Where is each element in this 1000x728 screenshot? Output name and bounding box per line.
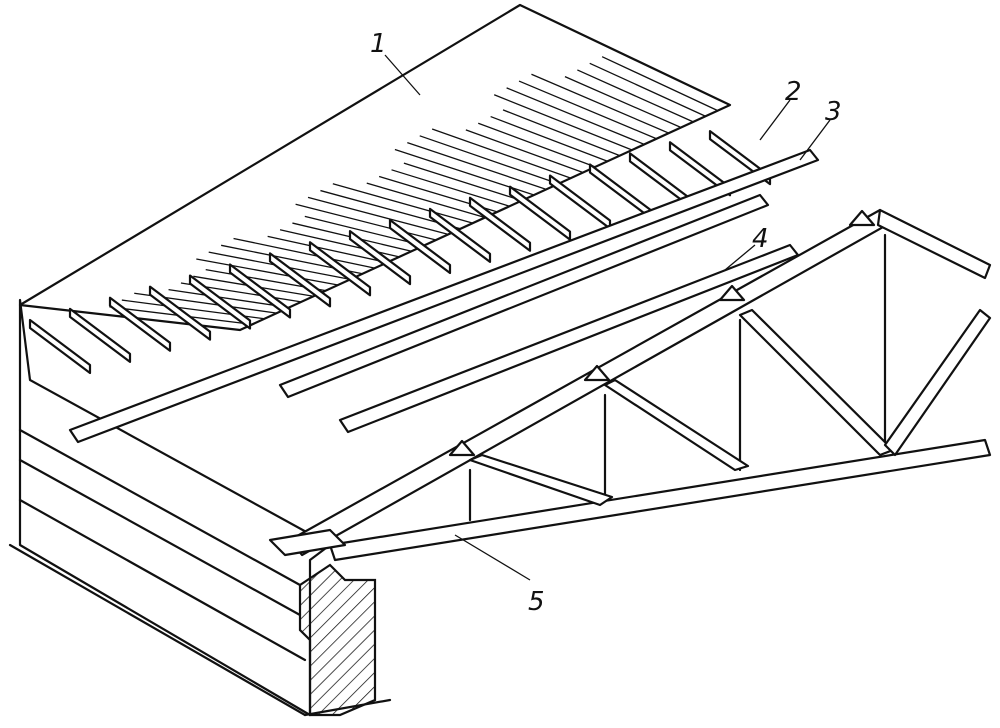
corrugation-line [307,196,449,236]
batten [308,241,372,297]
label-3: 3 [825,97,842,127]
corrugation-line [502,109,620,157]
leader-lines [384,54,831,581]
batten [148,285,212,341]
batten [28,318,92,375]
wall [8,298,392,717]
corrugation-line [601,56,719,112]
corrugation-line [196,258,339,286]
corrugation-line [431,128,571,179]
corrugation-line [332,183,473,224]
corrugation-line [465,129,584,174]
corrugation-line [267,235,388,264]
batten [548,174,612,230]
batten [668,141,732,197]
corrugation-line [304,215,424,247]
corrugation-line [168,288,290,309]
corrugation-line [478,122,596,168]
label-5: 5 [528,587,545,617]
batten [68,307,132,363]
corrugation-line [490,115,608,162]
corrugation-line [96,313,241,331]
corrugation-line [366,182,486,219]
corrugation-line [403,162,522,202]
purlins [68,148,820,444]
batten [348,230,412,286]
corrugation-line [407,142,547,190]
corrugation-line [564,76,682,129]
corrugation-line [493,94,633,151]
batten [468,196,532,252]
label-1: 1 [370,29,387,59]
corrugation-line [518,80,657,140]
label-4: 4 [752,224,769,254]
corrugation-line [589,62,706,117]
corrugation-line [531,73,670,134]
batten [268,252,332,308]
corrugation-line [295,203,437,241]
batten [508,185,572,241]
corrugation-line [233,237,375,269]
batten [428,207,492,263]
label-2: 2 [785,77,802,107]
batten [388,218,452,275]
corrugation-line [391,169,510,207]
corrugation-line [419,135,559,185]
corrugation-line [506,87,645,145]
batten [108,296,172,352]
batten [228,263,292,319]
batten [188,274,252,330]
batten [588,163,652,219]
corrugation-line [577,69,694,123]
truss [268,208,992,562]
